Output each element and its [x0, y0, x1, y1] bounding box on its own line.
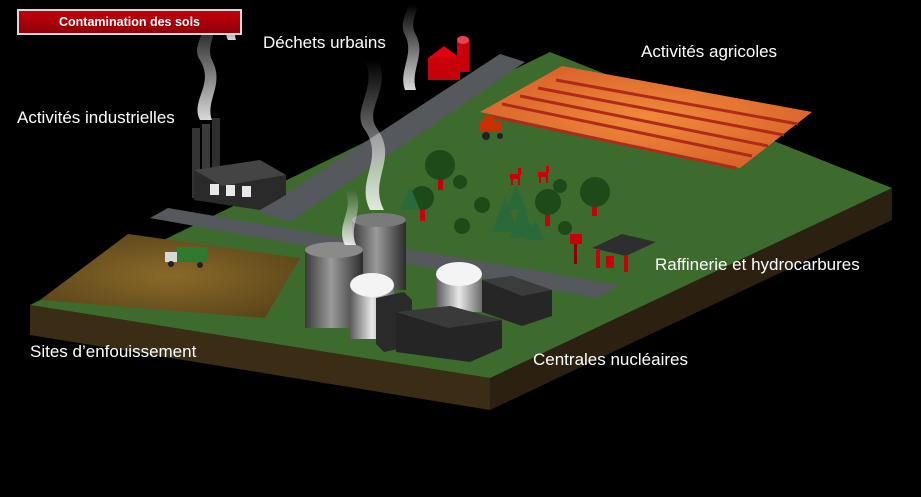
barn — [428, 36, 469, 80]
smoke-plumes — [197, 4, 420, 245]
label-raffinerie: Raffinerie et hydrocarbures — [655, 255, 860, 274]
deer-icon — [510, 166, 549, 185]
landfill-pit — [40, 234, 300, 318]
road-diagonal — [258, 54, 525, 222]
label-centrales-nucleaires: Centrales nucléaires — [533, 350, 688, 369]
gas-station — [570, 234, 656, 272]
factory — [192, 118, 286, 210]
landfill-site — [40, 234, 300, 318]
label-activites-agricoles: Activités agricoles — [641, 42, 778, 61]
nuclear-plant — [305, 213, 552, 362]
garbage-truck-icon — [165, 247, 207, 268]
soil-side-left — [30, 305, 490, 410]
label-sites-enfouissement: Sites d’enfouissement — [30, 342, 197, 361]
label-activites-industrielles: Activités industrielles — [17, 108, 175, 127]
forest — [400, 150, 610, 240]
soil-side-right — [490, 188, 892, 410]
title-badge: Contamination des sols — [17, 9, 242, 35]
label-dechets-urbains: Déchets urbains — [263, 33, 386, 52]
tractor-icon — [480, 116, 503, 140]
agricultural-field — [480, 66, 812, 170]
